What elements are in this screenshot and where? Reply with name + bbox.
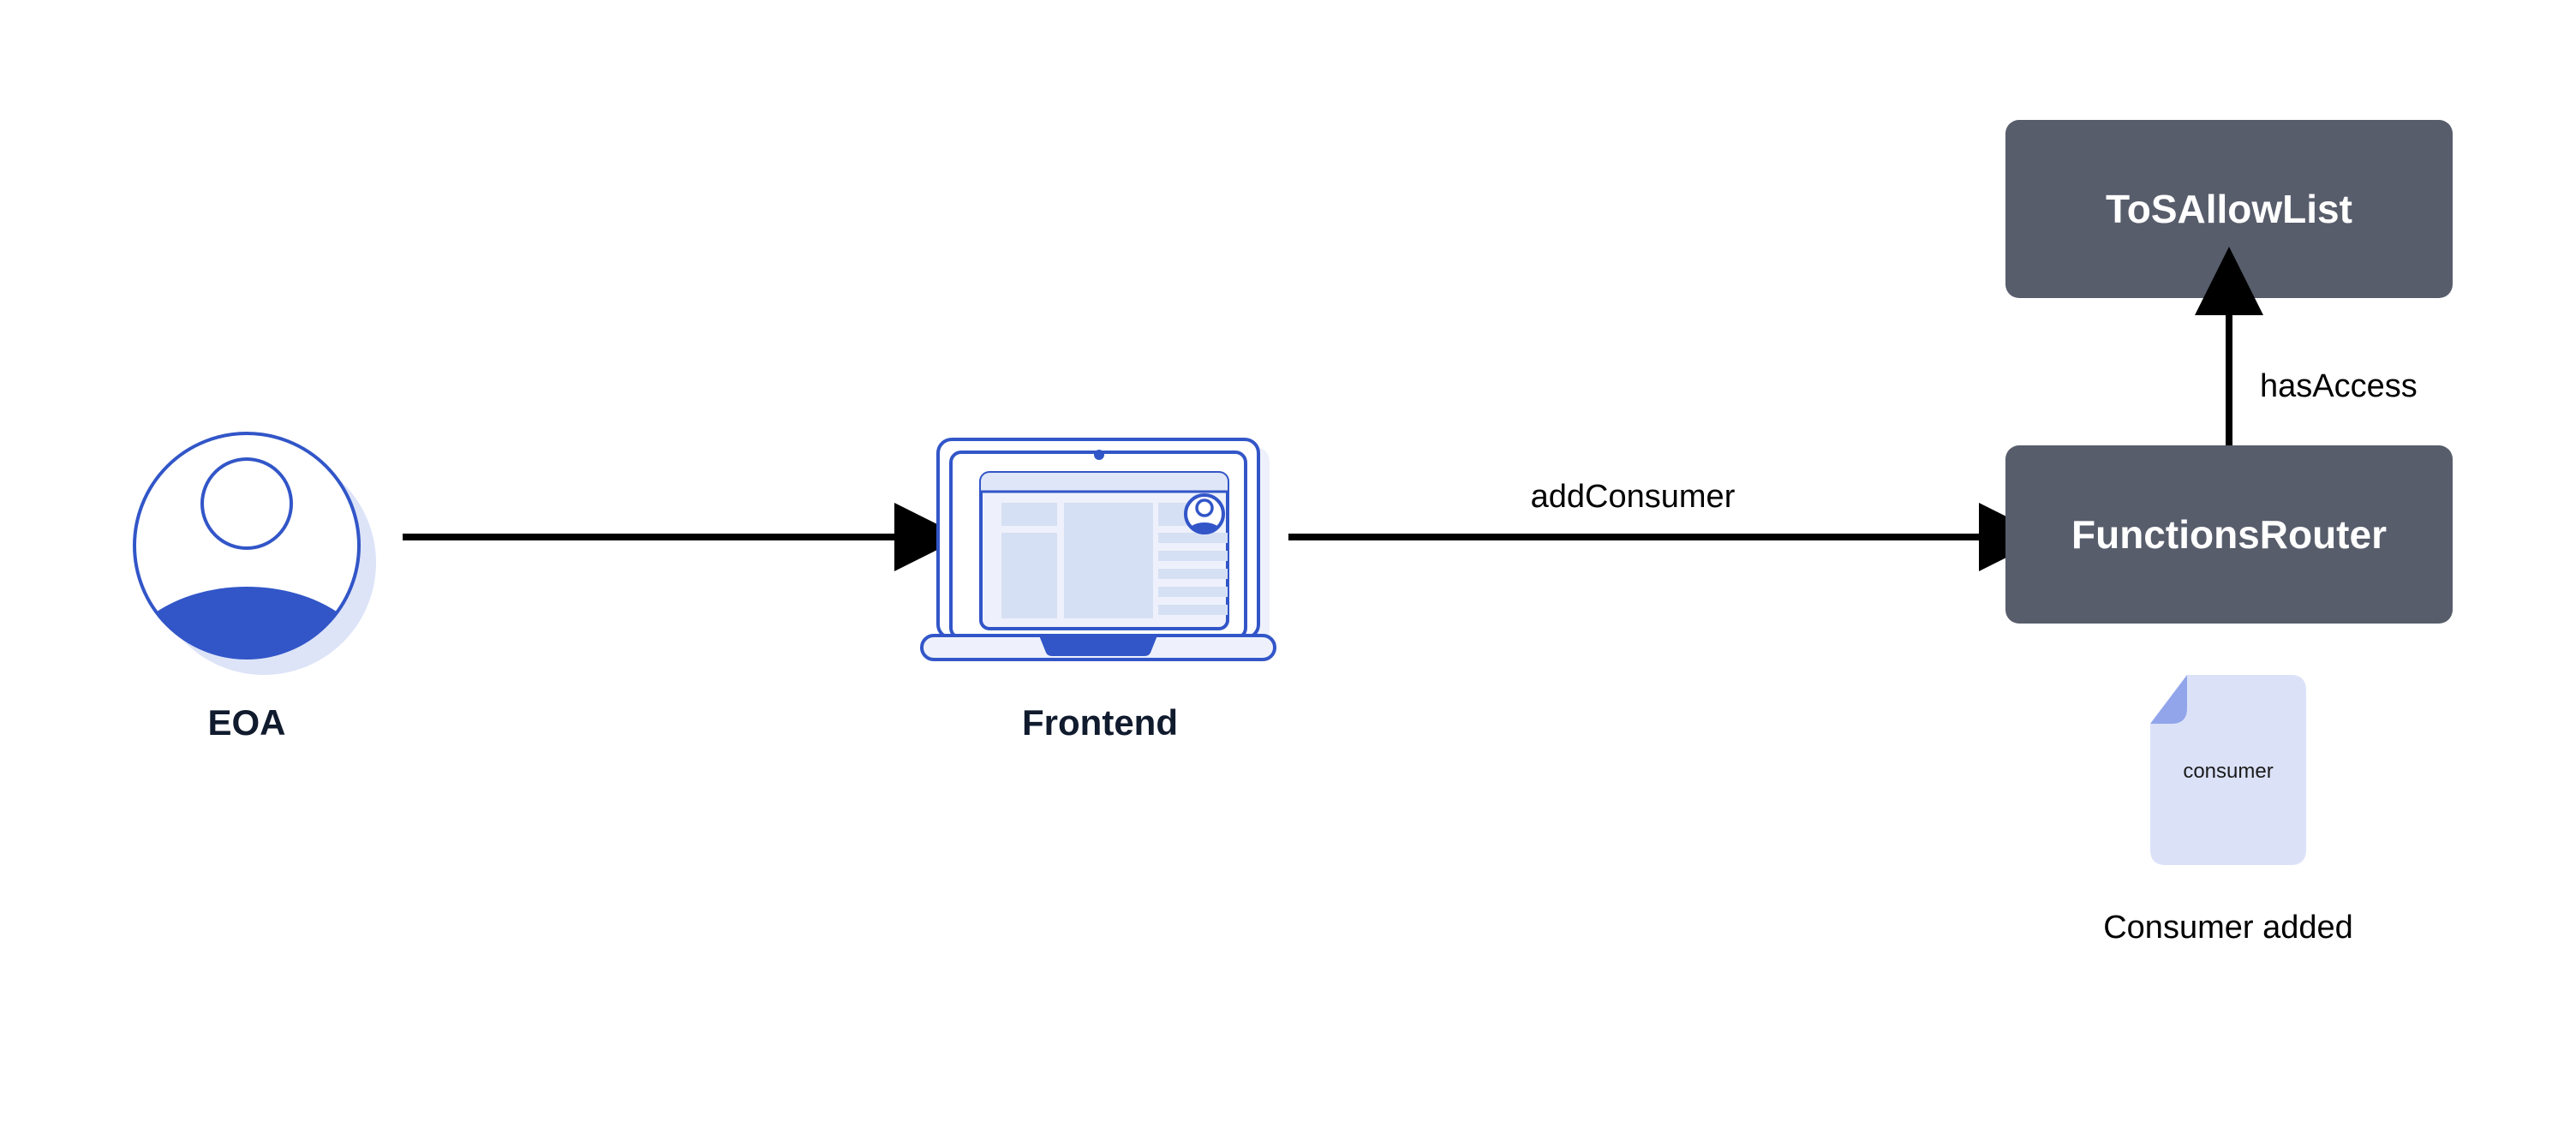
node-functions-router-box[interactable]	[2005, 445, 2453, 624]
edge-router-to-allowlist-label: hasAccess	[2260, 368, 2418, 404]
node-eoa-label: EOA	[207, 702, 285, 743]
node-tos-allow-list-label: ToSAllowList	[2106, 187, 2352, 231]
node-tos-allow-list-box[interactable]	[2005, 120, 2453, 298]
node-consumer-document[interactable]: consumer Consumer added	[2103, 675, 2353, 946]
screen-main-panel	[1064, 503, 1153, 618]
node-functions-router-label: FunctionsRouter	[2071, 512, 2387, 557]
laptop-webcam-icon	[1094, 450, 1104, 460]
browser-title-bar	[981, 473, 1228, 492]
avatar-shoulders	[134, 587, 359, 658]
screen-sidebar-block-top	[1001, 503, 1057, 526]
screen-text-line	[1158, 605, 1228, 615]
node-frontend-label: Frontend	[1022, 702, 1178, 743]
screen-avatar-shoulders	[1186, 522, 1223, 533]
screen-avatar-head	[1195, 498, 1214, 517]
edge-frontend-to-router-label: addConsumer	[1531, 479, 1736, 515]
document-fold-icon	[2150, 675, 2187, 724]
node-frontend[interactable]: Frontend	[920, 438, 1276, 743]
screen-text-line	[1158, 533, 1228, 543]
screen-text-line	[1158, 587, 1228, 597]
screen-text-line	[1158, 551, 1228, 561]
avatar-head	[200, 457, 293, 550]
node-functions-router[interactable]: FunctionsRouter	[2005, 445, 2453, 624]
document-caption-label: Consumer added	[2103, 910, 2353, 946]
screen-sidebar-block-bottom	[1001, 533, 1057, 618]
laptop-trackpad-notch	[1039, 636, 1157, 656]
edge-frontend-to-router: addConsumer	[1288, 479, 2047, 571]
document-icon	[2150, 675, 2306, 865]
screen-text-line	[1158, 569, 1228, 579]
document-inner-label: consumer	[2183, 760, 2273, 783]
edge-router-to-allowlist: hasAccess	[2195, 247, 2418, 445]
node-tos-allow-list[interactable]: ToSAllowList	[2005, 120, 2453, 298]
node-eoa[interactable]: EOA	[117, 432, 377, 767]
